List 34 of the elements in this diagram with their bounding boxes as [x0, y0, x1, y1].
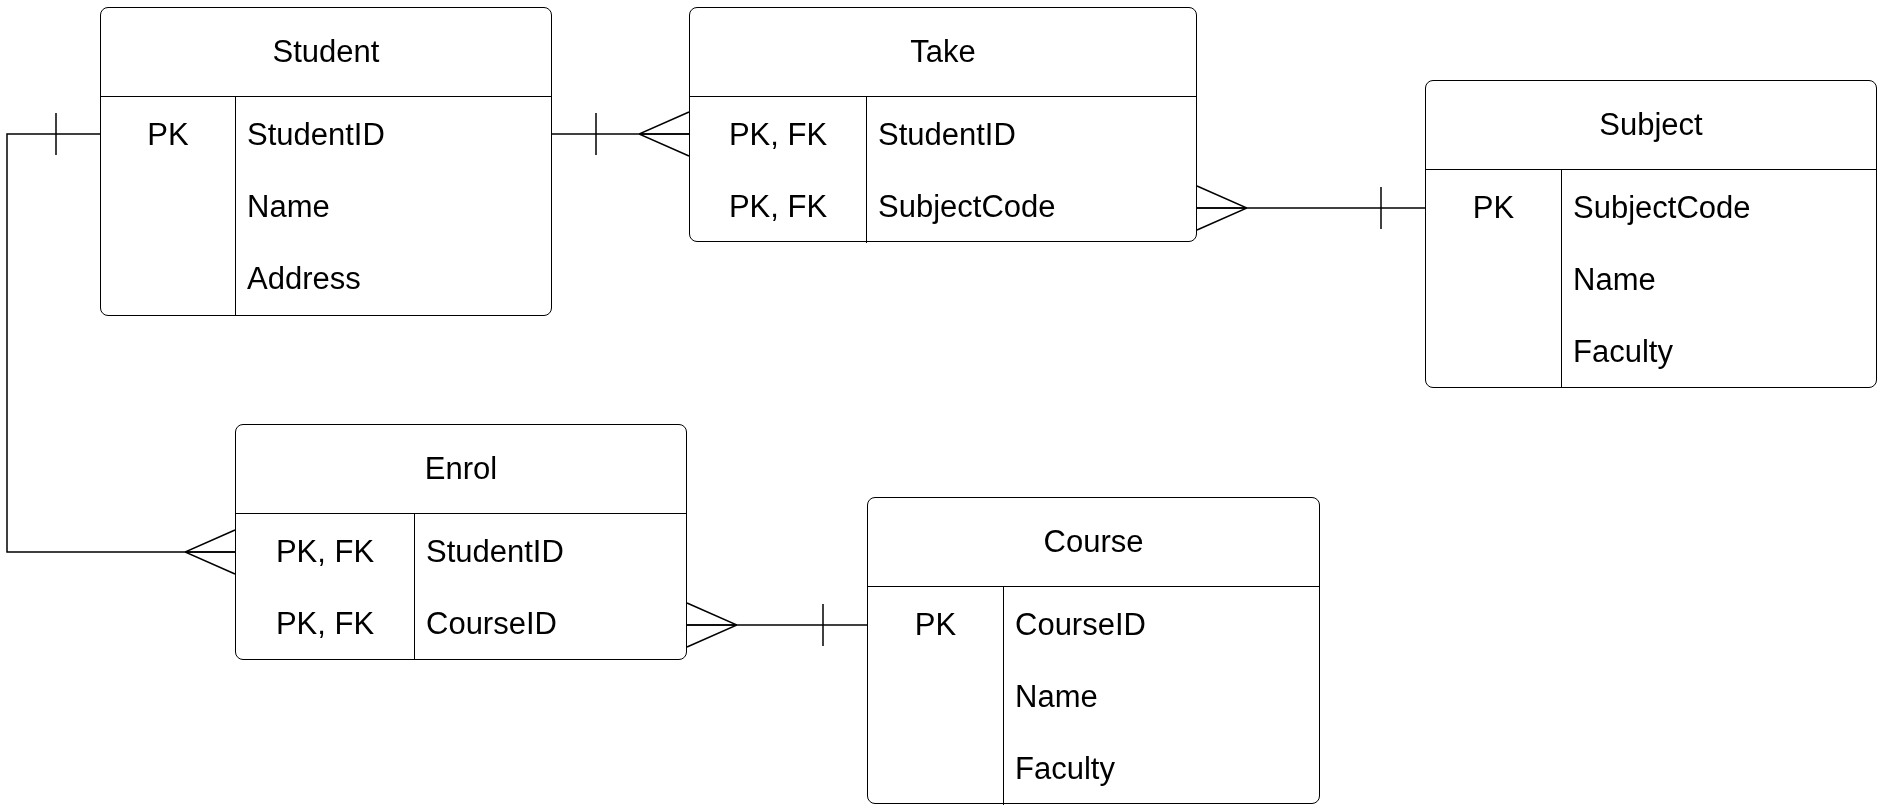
table-title: Course	[1043, 522, 1144, 561]
key-label: PK, FK	[728, 187, 828, 226]
entity-table	[235, 424, 687, 660]
relationship-line	[551, 111, 690, 157]
attribute-name: Name	[1573, 260, 1656, 299]
attribute-name: CourseID	[426, 604, 557, 643]
attribute-name: CourseID	[1015, 605, 1146, 644]
relationship-line	[686, 602, 868, 648]
table-title: Student	[272, 32, 380, 71]
attribute-name: Name	[247, 187, 330, 226]
attribute-name: Name	[1015, 677, 1098, 716]
attribute-name: Faculty	[1015, 749, 1115, 788]
relationship-line	[6, 112, 236, 575]
key-label: PK, FK	[728, 115, 828, 154]
attribute-name: StudentID	[878, 115, 1016, 154]
table-title: Take	[910, 32, 976, 71]
key-label: PK, FK	[275, 532, 375, 571]
attribute-name: StudentID	[426, 532, 564, 571]
key-label: PK	[914, 605, 957, 644]
attribute-name: Faculty	[1573, 332, 1673, 371]
key-label: PK	[147, 115, 189, 154]
key-label: PK	[1472, 188, 1515, 227]
entity-table	[1425, 80, 1877, 388]
attribute-name: SubjectCode	[878, 187, 1056, 226]
entity-table	[689, 7, 1197, 242]
entity-table	[867, 497, 1320, 804]
table-title: Enrol	[424, 449, 498, 488]
table-title: Subject	[1599, 105, 1703, 144]
key-label: PK, FK	[275, 604, 375, 643]
attribute-name: StudentID	[247, 115, 385, 154]
entity-table	[100, 7, 552, 316]
attribute-name: SubjectCode	[1573, 188, 1751, 227]
attribute-name: Address	[247, 259, 361, 298]
relationship-line	[1196, 185, 1426, 231]
